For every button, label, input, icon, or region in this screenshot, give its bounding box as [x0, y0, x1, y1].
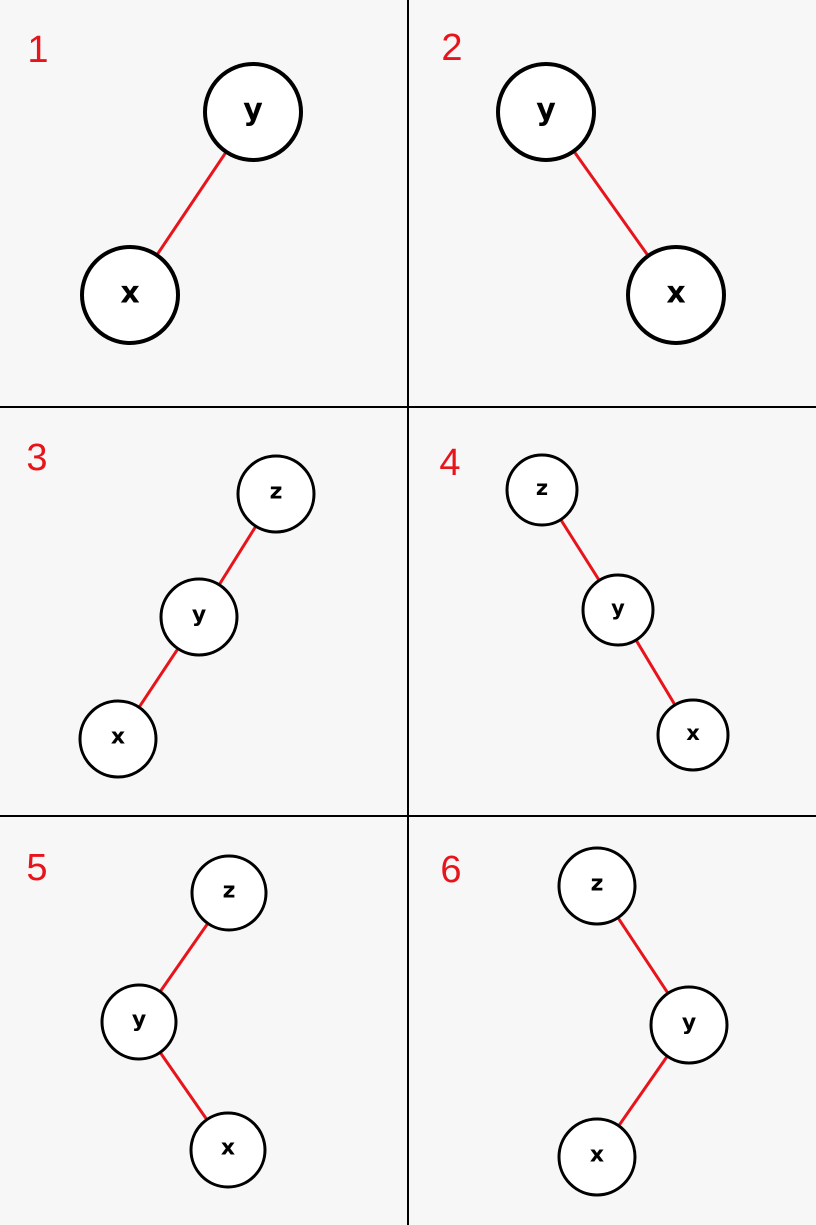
node-label: z	[270, 480, 283, 505]
node-x-panel-3: x	[78, 699, 158, 779]
node-label: y	[132, 1008, 146, 1033]
node-label: x	[686, 721, 700, 745]
node-label: x	[221, 1136, 235, 1161]
node-circle	[190, 854, 268, 932]
node-circle	[557, 846, 637, 926]
node-x-panel-2: x	[626, 245, 726, 345]
node-circle	[189, 1111, 267, 1189]
node-circle	[78, 699, 158, 779]
node-circle	[505, 453, 579, 527]
node-z-panel-3: z	[236, 454, 316, 534]
node-circle	[656, 698, 730, 772]
panel-number-3: 3	[26, 437, 47, 479]
node-z-panel-4: z	[505, 453, 579, 527]
node-label: y	[243, 93, 263, 128]
panel-number-6: 6	[440, 849, 461, 891]
node-label: z	[591, 872, 604, 897]
node-label: x	[590, 1143, 604, 1168]
node-z-panel-6: z	[557, 846, 637, 926]
panel-number-2: 2	[441, 27, 462, 69]
panel-numbers-layer: 1 2 3 4 5 6	[26, 27, 462, 891]
nodes-layer: y x y x z y x z y x z y x z y x	[78, 62, 730, 1197]
node-label: z	[223, 879, 236, 904]
node-circle	[649, 985, 729, 1065]
panel-number-1: 1	[27, 29, 48, 71]
node-x-panel-5: x	[189, 1111, 267, 1189]
node-label: x	[120, 276, 139, 311]
node-z-panel-5: z	[190, 854, 268, 932]
node-x-panel-4: x	[656, 698, 730, 772]
node-circle	[203, 62, 303, 162]
node-label: y	[611, 596, 625, 620]
node-circle	[626, 245, 726, 345]
node-label: y	[192, 603, 206, 628]
node-y-panel-5: y	[100, 983, 178, 1061]
node-y-panel-3: y	[159, 577, 239, 657]
panel-number-4: 4	[439, 442, 460, 484]
node-x-panel-1: x	[80, 245, 180, 345]
node-label: y	[682, 1011, 696, 1036]
node-circle	[236, 454, 316, 534]
node-label: y	[536, 93, 556, 128]
node-circle	[100, 983, 178, 1061]
node-label: x	[111, 725, 125, 750]
node-circle	[581, 573, 655, 647]
node-circle	[496, 62, 596, 162]
node-y-panel-6: y	[649, 985, 729, 1065]
node-circle	[557, 1117, 637, 1197]
node-label: x	[666, 276, 685, 311]
node-y-panel-2: y	[496, 62, 596, 162]
node-y-panel-4: y	[581, 573, 655, 647]
node-circle	[159, 577, 239, 657]
node-y-panel-1: y	[203, 62, 303, 162]
node-x-panel-6: x	[557, 1117, 637, 1197]
node-circle	[80, 245, 180, 345]
node-label: z	[536, 476, 548, 500]
panel-number-5: 5	[26, 847, 47, 889]
